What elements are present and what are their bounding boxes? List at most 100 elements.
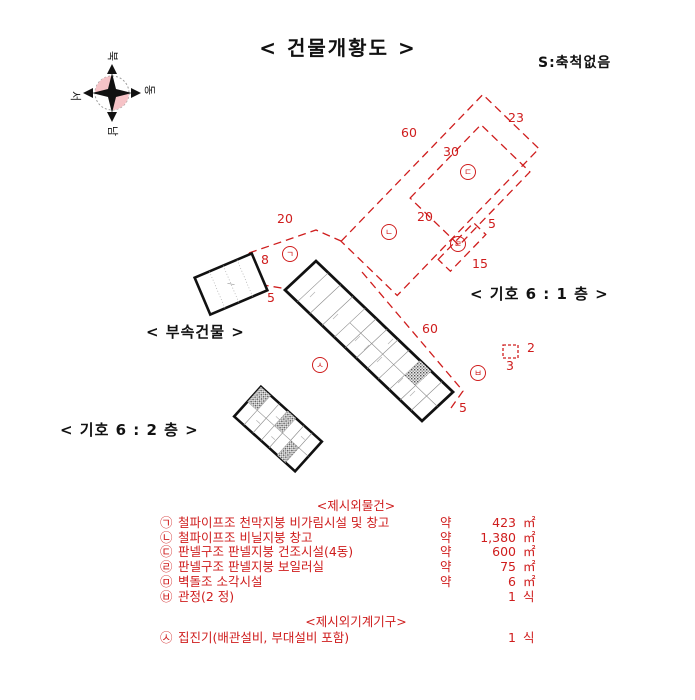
legend-mark: ㉤	[160, 573, 173, 589]
dim-c-long: 30	[443, 144, 459, 159]
legend-item-c: ㉢ 판넬구조 판넬지붕 건조시설(4동) 약 600 ㎡	[160, 545, 552, 560]
dim-strip-end: 5	[459, 400, 467, 415]
legend-value: 600	[492, 544, 516, 560]
legend-unit: 식	[523, 588, 535, 604]
legend-approx: 약	[440, 573, 452, 589]
legend-value: 423	[492, 514, 516, 530]
floor2-caption: < 기호 6 : 2 층 >	[60, 421, 199, 439]
svg-text:ㅅ: ㅅ	[316, 361, 324, 371]
legend-desc: 판넬구조 판넬지붕 건조시설(4동)	[178, 545, 354, 560]
legend-value: 75	[500, 559, 516, 575]
mark-b: ㄴ	[381, 224, 397, 240]
legend-desc: 관정(2 정)	[178, 589, 235, 604]
legend-desc: 집진기(배관설비, 부대설비 포함)	[178, 631, 350, 646]
structure-b-outline	[340, 93, 540, 297]
dim-b-short: 23	[508, 110, 524, 125]
floor1-hatched-room	[404, 360, 432, 386]
compass-label-south: 남	[106, 126, 119, 136]
svg-text:ㄷ: ㄷ	[464, 168, 472, 178]
legend-mark: ㉥	[160, 588, 173, 604]
dim-d-long: 15	[472, 256, 488, 271]
mark-d: ㄹ	[450, 236, 466, 252]
legend-approx: 약	[440, 559, 452, 575]
main-building-floor1	[282, 259, 456, 423]
floor2-hatched-room-2	[274, 410, 296, 434]
compass-arrow-west	[83, 88, 93, 98]
incinerator-outline	[502, 344, 519, 359]
dim-c-short: 20	[417, 209, 433, 224]
floor1-room-text-marks	[309, 291, 416, 397]
structure-d-outline	[437, 221, 487, 273]
scale-note: S:축척없음	[538, 55, 612, 71]
dim-b-long: 60	[401, 125, 417, 140]
floor1-partitions	[297, 272, 443, 411]
page-title: < 건물개황도 >	[259, 36, 417, 60]
structure-marks: ㄱ ㄴ ㄷ ㄹ ㅂ ㅅ	[282, 164, 486, 381]
compass-star	[92, 73, 132, 113]
dim-a-bottom: 5	[267, 290, 275, 305]
floor2-hatched-room-1	[247, 386, 271, 411]
dim-incinerator-width: 2	[527, 340, 535, 355]
compass-arrow-north	[107, 64, 117, 74]
annex-caption: < 부속건물 >	[146, 323, 245, 341]
svg-text:ㄹ: ㄹ	[454, 240, 462, 250]
compass-quarter-se	[112, 93, 129, 110]
mark-c: ㄷ	[460, 164, 476, 180]
compass-label-east: 동	[143, 85, 156, 95]
legend-desc: 벽돌조 소각시설	[178, 574, 263, 589]
main-building-floor2	[232, 384, 324, 474]
mark-m: ㅅ	[312, 357, 328, 373]
structure-a-strip-edge	[361, 271, 464, 409]
svg-text:ㄱ: ㄱ	[286, 250, 294, 260]
mark-f: ㅂ	[470, 365, 486, 381]
legend-item-f: ㉥ 관정(2 정) 1 식	[160, 588, 552, 605]
legend-mark: ㉡	[160, 529, 173, 545]
legend-unit: 식	[523, 630, 535, 646]
legend-desc: 철파이프조 비닐지붕 창고	[178, 530, 313, 545]
legend-item-a: ㉠ 철파이프조 천막지붕 비가림시설 및 창고 약 423 ㎡	[160, 514, 552, 531]
building-layout-diagram: 북 남 서 동	[69, 51, 540, 474]
legend: <제시외물건> ㉠ 철파이프조 천막지붕 비가림시설 및 창고 약 423 ㎡ …	[160, 498, 552, 646]
legend-mark: ㉦	[160, 630, 173, 646]
svg-text:ㄴ: ㄴ	[385, 228, 393, 238]
legend-value: 1	[508, 588, 516, 604]
floor1-caption: < 기호 6 : 1 층 >	[470, 285, 609, 303]
dim-strip-long: 60	[422, 321, 438, 336]
floor2-hatched-room-3	[277, 440, 299, 463]
legend-unit: ㎡	[523, 544, 536, 560]
annex-building	[192, 251, 270, 317]
legend-item-d: ㉣ 판넬구조 판넬지붕 보일러실 약 75 ㎡	[160, 559, 552, 575]
compass-label-west: 서	[69, 91, 82, 101]
compass-quarter-nw	[95, 76, 112, 93]
legend-unit: ㎡	[523, 514, 536, 530]
compass-rose: 북 남 서 동	[69, 51, 156, 136]
legend-item-e: ㉤ 벽돌조 소각시설 약 6 ㎡	[160, 573, 552, 590]
dim-a-top: 20	[277, 211, 293, 226]
legend-approx: 약	[440, 529, 452, 545]
legend-value: 1	[508, 630, 516, 646]
mark-a: ㄱ	[282, 246, 298, 262]
legend-value: 1,380	[480, 529, 516, 545]
dimension-labels: 60 23 30 20 5 15 20 8 5 60 5 2 3	[261, 110, 535, 415]
legend-unit: ㎡	[523, 573, 536, 589]
legend-approx: 약	[440, 544, 452, 560]
legend-mark: ㉠	[160, 514, 173, 530]
dim-a-left: 8	[261, 252, 269, 267]
legend-mark: ㉣	[160, 559, 173, 575]
legend-mark: ㉢	[160, 544, 173, 560]
legend-unit: ㎡	[523, 529, 536, 545]
structure-a-top-edge	[248, 229, 342, 254]
legend-section1-title: <제시외물건>	[316, 498, 396, 513]
legend-desc: 판넬구조 판넬지붕 보일러실	[178, 560, 324, 575]
dim-incinerator-height: 3	[506, 358, 514, 373]
legend-item-machine: ㉦ 집진기(배관설비, 부대설비 포함) 1 식	[160, 631, 552, 646]
dim-d-short: 5	[488, 216, 496, 231]
legend-unit: ㎡	[523, 559, 536, 575]
legend-section2-title: <제시외기계기구>	[305, 613, 407, 629]
compass-label-north: 북	[106, 51, 119, 61]
compass-arrow-south	[107, 112, 117, 122]
legend-item-b: ㉡ 철파이프조 비닐지붕 창고 약 1,380 ㎡	[160, 529, 552, 546]
compass-arrow-east	[131, 88, 141, 98]
svg-text:ㅂ: ㅂ	[474, 369, 482, 379]
legend-value: 6	[508, 573, 516, 589]
